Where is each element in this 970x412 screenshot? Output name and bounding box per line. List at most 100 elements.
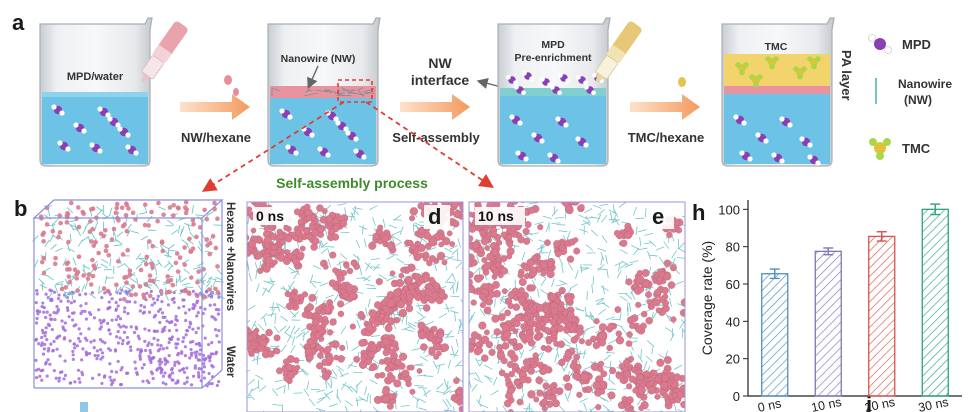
mpd-molecule xyxy=(558,72,570,84)
beaker-2: Nanowire (NW) xyxy=(267,17,381,167)
legend-nw-line2: (NW) xyxy=(904,93,932,107)
mpd-molecule xyxy=(51,104,65,116)
mpd-molecule xyxy=(547,152,561,164)
mpd-molecule xyxy=(335,120,349,132)
drop-1a xyxy=(224,75,232,85)
bar-0 xyxy=(761,273,789,397)
mpd-molecule xyxy=(799,136,813,148)
bar-1 xyxy=(814,250,842,397)
beaker-3-label-2: Pre-enrichment xyxy=(514,52,592,64)
arrow-step-1 xyxy=(180,94,250,120)
mpd-molecule xyxy=(125,144,139,156)
beaker-4-pa-layer xyxy=(724,86,830,94)
mpd-molecule xyxy=(107,116,121,128)
y-tick-label: 100 xyxy=(718,202,740,217)
drop-2 xyxy=(678,77,686,87)
mpd-molecule xyxy=(515,150,529,162)
mpd-molecule xyxy=(575,136,589,148)
mpd-molecule xyxy=(550,84,562,96)
pipette-2 xyxy=(595,21,642,83)
mpd-molecule xyxy=(555,116,569,128)
mpd-molecule xyxy=(57,140,71,152)
panel-e-time-label: 10 ns xyxy=(478,208,514,224)
beaker-2-molecules xyxy=(279,108,367,160)
legend-tmc-label: TMC xyxy=(902,141,931,156)
bar-3 xyxy=(921,208,949,397)
panel-b-below-hint xyxy=(80,402,88,412)
mpd-molecule xyxy=(522,70,534,82)
panel-letter-i: i xyxy=(866,392,872,412)
panel-b-particles xyxy=(32,199,225,388)
tmc-molecule xyxy=(735,62,749,76)
mpd-molecule xyxy=(584,84,596,96)
mpd-molecule xyxy=(509,114,523,126)
pa-layer-label: PA layer xyxy=(839,50,854,101)
arrow-step-2 xyxy=(400,94,470,120)
panel-letter-a: a xyxy=(12,10,25,35)
tmc-molecule xyxy=(765,56,779,70)
beaker-2-label: Nanowire (NW) xyxy=(281,53,356,65)
panel-d: 0 ns d xyxy=(246,201,464,412)
tmc-molecule xyxy=(807,56,821,70)
x-tick-label: 10 ns xyxy=(810,395,843,412)
nw-interface-line1: NW xyxy=(428,55,452,71)
y-tick-label: 20 xyxy=(726,352,740,367)
panel-letter-h: h xyxy=(692,200,705,225)
chart-ylabel: Coverage rate (%) xyxy=(699,241,715,355)
tmc-molecule xyxy=(749,74,763,88)
y-tick-label: 40 xyxy=(726,314,740,329)
beaker-1-label: MPD/water xyxy=(67,71,124,83)
panel-letter-d: d xyxy=(428,204,441,229)
legend: MPD Nanowire (NW) TMC xyxy=(868,34,952,160)
beaker-2-nw-layer xyxy=(270,86,376,98)
mpd-molecule xyxy=(279,108,293,120)
mpd-molecule xyxy=(506,74,518,86)
panel-d-snapshot xyxy=(247,202,463,412)
beaker-3-label-1: MPD xyxy=(541,39,565,51)
zoom-arrow-right xyxy=(365,101,494,189)
panel-d-time-label: 0 ns xyxy=(256,208,284,224)
step-3-label: TMC/hexane xyxy=(628,130,705,145)
mpd-molecule xyxy=(117,126,131,138)
mpd-molecule xyxy=(89,142,103,154)
mpd-molecule xyxy=(345,130,359,142)
x-tick-label: 20 ns xyxy=(863,395,896,412)
beaker-3: MPD Pre-enrichment xyxy=(497,17,611,167)
mpd-molecule xyxy=(779,116,793,128)
pipette-1 xyxy=(141,21,188,83)
step-1-label: NW/hexane xyxy=(181,130,251,145)
self-assembly-title: Self-assembly process xyxy=(276,175,428,191)
beaker-4: TMC xyxy=(721,17,835,167)
nw-interface-line2: interface xyxy=(411,72,470,88)
arrow-step-3 xyxy=(630,94,700,120)
panel-e: 10 ns e xyxy=(468,201,686,412)
x-tick-label: 0 ns xyxy=(756,396,782,412)
panel-b-simulation-box xyxy=(32,199,225,389)
beaker-4-label: TMC xyxy=(765,41,788,53)
panel-letter-b: b xyxy=(14,196,27,221)
mpd-molecule xyxy=(514,84,526,96)
mpd-molecule xyxy=(531,132,545,144)
drop-1b xyxy=(233,88,239,96)
mpd-molecule xyxy=(755,132,769,144)
tmc-molecule xyxy=(793,66,807,80)
mpd-molecule xyxy=(771,152,785,164)
zoom-box xyxy=(337,79,373,103)
beaker-1-molecules xyxy=(51,104,139,156)
mpd-molecule xyxy=(353,148,367,160)
mpd-molecule xyxy=(540,76,552,88)
mpd-molecule xyxy=(73,122,87,134)
panel-b-label-bottom: Water xyxy=(224,346,236,378)
y-tick-label: 60 xyxy=(726,277,740,292)
panel-b-label-top: Hexane +Nanowires xyxy=(224,202,236,311)
mpd-molecule xyxy=(97,106,111,118)
legend-mpd-label: MPD xyxy=(902,37,931,52)
mpd-molecule xyxy=(733,114,747,126)
mpd-molecule xyxy=(807,154,821,166)
mpd-molecule xyxy=(285,144,299,156)
legend-nw-line1: Nanowire xyxy=(898,77,952,91)
beaker-4-molecules xyxy=(733,56,821,166)
mpd-molecule xyxy=(739,150,753,162)
